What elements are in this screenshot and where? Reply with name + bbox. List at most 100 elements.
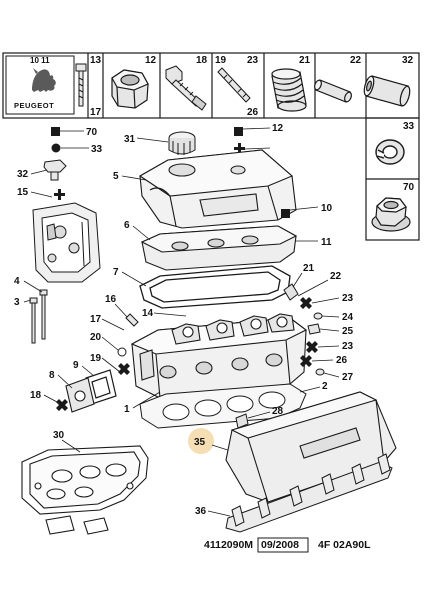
part-number-label: 19: [215, 55, 227, 66]
part-number-label: 13: [90, 55, 102, 66]
valve-cover: [138, 149, 297, 229]
callout-number: 9: [73, 360, 79, 371]
flange-nut-icon: [371, 197, 411, 232]
callout-number: 18: [30, 390, 42, 401]
cross-marker-icon: [56, 399, 68, 411]
callout-group-left-stack: 70 33 32 15: [17, 127, 103, 283]
plus-marker-icon: [234, 143, 245, 154]
part-number-label: 70: [403, 182, 415, 193]
header-cell-18: 18: [165, 55, 208, 111]
callout-number: 35: [194, 437, 206, 448]
valve-cover-gasket: [139, 265, 291, 309]
injector-bracket-rail: [225, 453, 393, 533]
callout-number: 12: [272, 123, 284, 134]
hex-nut-icon: [111, 69, 149, 109]
callout-number: 6: [124, 220, 130, 231]
callout-number: 31: [124, 134, 136, 145]
part-number-label: 21: [299, 55, 311, 66]
highlight-badge-35: 35: [188, 428, 214, 454]
cylinder-head: [130, 313, 308, 399]
callout-number: 1: [124, 404, 130, 415]
footer-date: 09/2008: [261, 539, 299, 551]
cross-marker-icon: [118, 363, 130, 375]
callout-number: 5: [113, 171, 119, 182]
water-outlet-housing: [65, 377, 95, 413]
part-number-label: 12: [145, 55, 157, 66]
callout-number: 16: [105, 294, 117, 305]
callout-number: 32: [17, 169, 29, 180]
callout-number: 24: [342, 312, 354, 323]
callout-number: 2: [322, 381, 328, 392]
camshaft-carrier: [140, 225, 298, 271]
part-number-label: 17: [90, 107, 102, 118]
threaded-insert-icon: [271, 68, 307, 112]
stud-bolt-icon: [217, 67, 251, 103]
part-number-label: 26: [247, 107, 259, 118]
callout-number: 33: [91, 144, 103, 155]
cylinder-head-gasket: [139, 383, 307, 429]
injector-pipe-cover: [225, 391, 397, 503]
callout-number: 23: [342, 341, 354, 352]
footer-code: 4F 02A90L: [318, 539, 371, 551]
header-cell-32: 32: [363, 55, 414, 107]
logo-lettering: 10 11: [30, 56, 50, 65]
side-cells: [365, 117, 420, 241]
footer: 4112090M 09/2008 4F 02A90L: [204, 537, 371, 553]
cross-marker-icon: [300, 355, 312, 367]
cylinder-head-bolts: [29, 289, 48, 344]
lion-icon: [32, 68, 56, 92]
peugeot-logo: 10 11 PEUGEOT: [5, 55, 75, 115]
part-number-label: 32: [402, 55, 414, 66]
plug-27: [315, 368, 325, 376]
callout-number: 30: [53, 430, 65, 441]
callout-number: 26: [336, 355, 348, 366]
plus-marker-icon: [54, 189, 65, 200]
plug-25: [307, 323, 321, 335]
part-number-label: 22: [350, 55, 362, 66]
spring-washer-icon: [375, 139, 405, 165]
socket-head-cap-screw-icon: [75, 63, 87, 107]
small-stud: [125, 313, 139, 327]
callout-number: 22: [330, 271, 342, 282]
plug-28: [235, 413, 249, 429]
header-cell-19: 19 23 26: [215, 55, 259, 118]
clip-part-icon: [43, 159, 67, 181]
timing-housing: [32, 202, 101, 283]
side-cell-70: 70: [371, 182, 415, 232]
header-strip: [2, 52, 420, 119]
callout-number: 70: [86, 127, 98, 138]
header-cell-22: 22: [314, 55, 362, 103]
brand-name: PEUGEOT: [14, 101, 54, 110]
part-number-label: 33: [403, 121, 415, 132]
callout-number: 10: [321, 203, 333, 214]
callout-number: 4: [14, 276, 20, 287]
header-cell-13: 13 17: [75, 55, 102, 118]
callout-number: 8: [49, 370, 55, 381]
callout-number: 27: [342, 372, 354, 383]
callout-number: 36: [195, 506, 207, 517]
dowel-pin-icon: [314, 79, 352, 103]
callout-number: 20: [90, 332, 102, 343]
callout-number: 17: [90, 314, 102, 325]
callout-number: 28: [272, 406, 284, 417]
part-number-label: 18: [196, 55, 208, 66]
cross-marker-icon: [306, 341, 318, 353]
callout-number: 23: [342, 293, 354, 304]
callout-number: 7: [113, 267, 119, 278]
part-number-label: 23: [247, 55, 259, 66]
footer-part-ref: 4112090M: [204, 539, 253, 551]
callout-number: 25: [342, 326, 354, 337]
hex-flange-bolt-icon: [165, 65, 207, 111]
gasket-set: [21, 445, 149, 535]
callout-number: 14: [142, 308, 154, 319]
callout-number: 3: [14, 297, 20, 308]
plug-24: [313, 312, 323, 320]
callout-number: 15: [17, 187, 29, 198]
callout-number: 21: [303, 263, 315, 274]
dowel-sleeve: [283, 283, 299, 301]
bushing-icon: [363, 75, 411, 107]
oil-filler-cap: [168, 131, 196, 155]
cross-marker-icon: [300, 297, 312, 309]
callout-number: 11: [321, 237, 332, 248]
